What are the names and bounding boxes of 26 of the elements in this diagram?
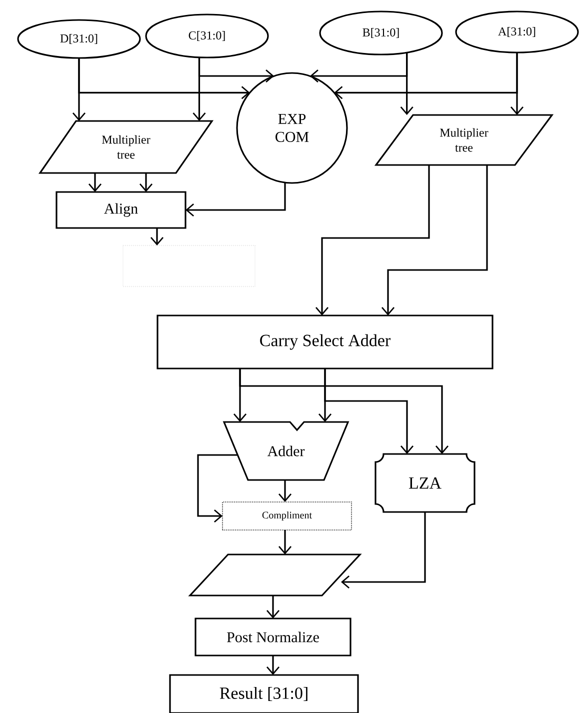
arrow [139,173,153,192]
arrow [186,183,286,217]
process-box: Result [31:0] [169,674,359,713]
arrow [334,52,518,100]
arrow [266,596,280,618]
arrow [198,57,274,83]
arrow [150,228,164,246]
lza-box: LZA [374,453,476,513]
process-box: Carry Select Adder [156,314,494,370]
arrow [88,173,102,192]
arrow [381,165,488,316]
arrow [278,480,292,502]
circle-node: EXP COM [236,72,348,184]
arrow [341,512,426,589]
arrow [278,530,292,554]
arrow [324,368,414,454]
arrow [400,52,414,115]
faded-box [122,245,256,287]
dotted-box: Compliment [222,502,352,530]
arrow [239,368,449,454]
process-box: Align [56,191,186,229]
arrow [78,58,250,100]
arrow [315,165,430,316]
arrow [266,656,280,675]
process-box: Post Normalize [194,618,352,656]
arrow [197,454,237,523]
